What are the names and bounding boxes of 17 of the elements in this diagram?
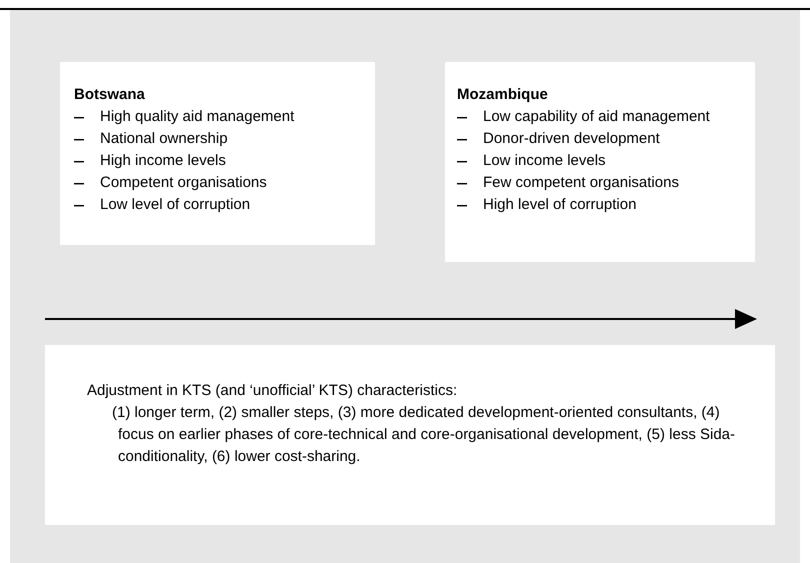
list-item: Few competent organisations <box>483 173 679 193</box>
box-heading: Botswana <box>74 85 145 105</box>
box-heading: Adjustment in KTS (and ‘unofficial’ KTS) characteristics: <box>87 381 458 401</box>
list-item: Donor-driven development <box>483 129 660 149</box>
list-item: High income levels <box>100 151 226 171</box>
list-item: Low capability of aid management <box>483 107 710 127</box>
list-item: Low income levels <box>483 151 606 171</box>
list-item: High level of corruption <box>483 195 636 215</box>
paragraph: (1) longer term, (2) smaller steps, (3) more dedicated development-oriented consultants, (4) focus on earlier phases of core-technical and core-organisational development, (5) less Sida-conditionality, (6) lower cost-sharing. <box>111 403 735 467</box>
list-item: Competent organisations <box>100 173 267 193</box>
text-box <box>60 62 375 245</box>
list-item: High quality aid management <box>100 107 294 127</box>
text-box <box>45 345 775 525</box>
list-item: Low level of corruption <box>100 195 250 215</box>
box-heading: Mozambique <box>457 85 548 105</box>
list-item: National ownership <box>100 129 228 149</box>
text-box <box>445 62 755 262</box>
